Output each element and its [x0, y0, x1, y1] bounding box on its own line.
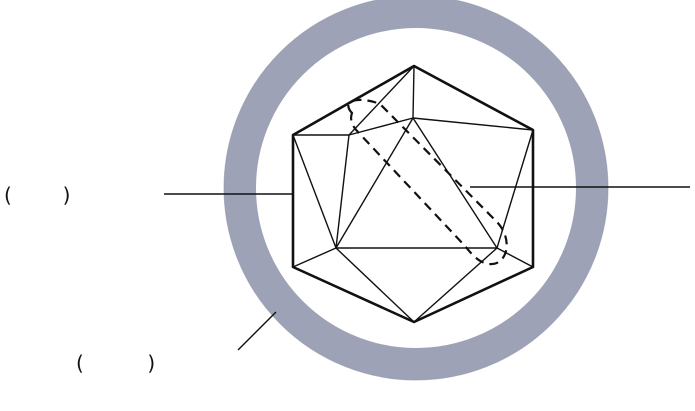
capsid-blank-label: ( ): [4, 185, 70, 205]
envelope-blank-label: ( ): [76, 353, 155, 373]
envelope-leader-line: [238, 312, 276, 350]
